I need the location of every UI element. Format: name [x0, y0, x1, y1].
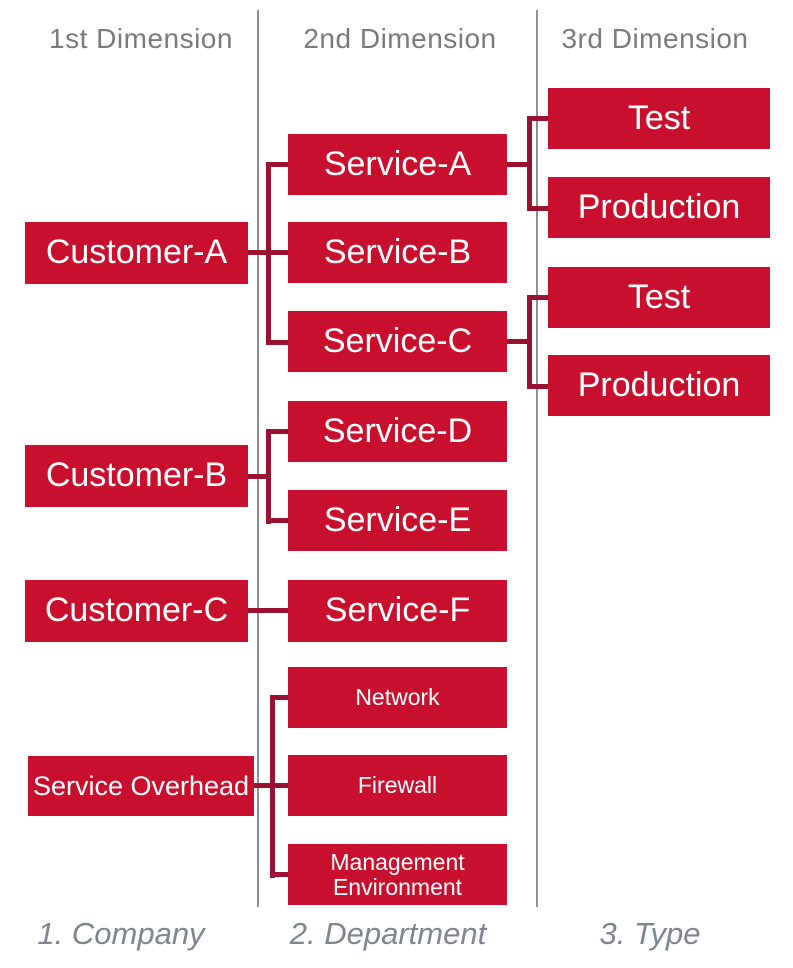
node-customer-a: Customer-A: [25, 222, 248, 284]
connector-service-a-to-production: [527, 206, 548, 211]
node-test-service-a-label: Test: [627, 98, 691, 137]
node-customer-b: Customer-B: [25, 445, 248, 507]
connector-customer-a-to-service-a: [266, 162, 288, 167]
node-customer-c: Customer-C: [25, 580, 248, 642]
column-footer-company: 1. Company: [37, 916, 205, 951]
node-service-b-label: Service-B: [323, 232, 472, 271]
node-service-overhead-label: Service Overhead: [32, 770, 250, 801]
node-production-service-c-label: Production: [577, 365, 741, 404]
node-service-b: Service-B: [288, 222, 507, 283]
connector-service-c-bracket: [527, 295, 532, 389]
node-test-service-a: Test: [548, 88, 770, 149]
node-service-e: Service-E: [288, 490, 507, 551]
node-service-d-label: Service-D: [322, 411, 473, 450]
connector-customer-a-to-service-b: [248, 250, 288, 255]
connector-service-a-stub: [507, 162, 532, 167]
connector-service-overhead-to-firewall: [270, 783, 288, 788]
connector-service-overhead-to-management: [270, 872, 288, 877]
node-service-f: Service-F: [288, 580, 507, 642]
node-service-a-label: Service-A: [323, 144, 472, 183]
node-test-service-c-label: Test: [627, 277, 691, 316]
connector-customer-b-to-service-d: [266, 429, 288, 434]
node-production-service-c: Production: [548, 355, 770, 416]
connector-customer-c-to-service-f: [248, 608, 289, 613]
connector-service-overhead-to-network: [270, 695, 288, 700]
node-customer-a-label: Customer-A: [45, 233, 228, 272]
connector-service-c-to-test: [527, 295, 548, 300]
node-service-overhead: Service Overhead: [28, 756, 254, 816]
node-firewall-label: Firewall: [357, 772, 438, 799]
node-production-service-a-label: Production: [577, 187, 741, 226]
node-network-label: Network: [355, 684, 440, 711]
node-firewall: Firewall: [288, 755, 507, 816]
node-customer-c-label: Customer-C: [44, 591, 229, 630]
column-header-1st-dimension: 1st Dimension: [49, 23, 233, 54]
connector-customer-b-stub: [248, 474, 271, 479]
column-header-3rd-dimension: 3rd Dimension: [561, 23, 749, 54]
node-network: Network: [288, 667, 507, 728]
connector-service-a-to-test: [527, 116, 548, 121]
connector-service-a-bracket: [527, 116, 532, 211]
column-header-2nd-dimension: 2nd Dimension: [303, 23, 497, 54]
node-management-environment: Management Environment: [288, 844, 507, 905]
column-divider-1: [257, 10, 259, 907]
node-service-c-label: Service-C: [322, 321, 473, 360]
node-test-service-c: Test: [548, 267, 770, 328]
node-service-f-label: Service-F: [324, 591, 471, 630]
node-management-environment-label: Management Environment: [330, 849, 465, 900]
node-service-e-label: Service-E: [323, 500, 472, 539]
connector-service-c-stub: [507, 339, 532, 344]
column-divider-2: [536, 10, 538, 907]
connector-service-c-to-production: [527, 384, 548, 389]
connector-customer-b-to-service-e: [266, 518, 288, 523]
column-footer-department: 2. Department: [289, 916, 487, 951]
node-service-a: Service-A: [288, 134, 507, 195]
node-service-c: Service-C: [288, 311, 507, 372]
node-service-d: Service-D: [288, 401, 507, 462]
node-production-service-a: Production: [548, 177, 770, 238]
column-footer-type: 3. Type: [599, 916, 701, 951]
connector-customer-a-to-service-c: [266, 340, 288, 345]
node-customer-b-label: Customer-B: [45, 456, 228, 495]
connector-service-overhead-stub: [254, 783, 275, 788]
